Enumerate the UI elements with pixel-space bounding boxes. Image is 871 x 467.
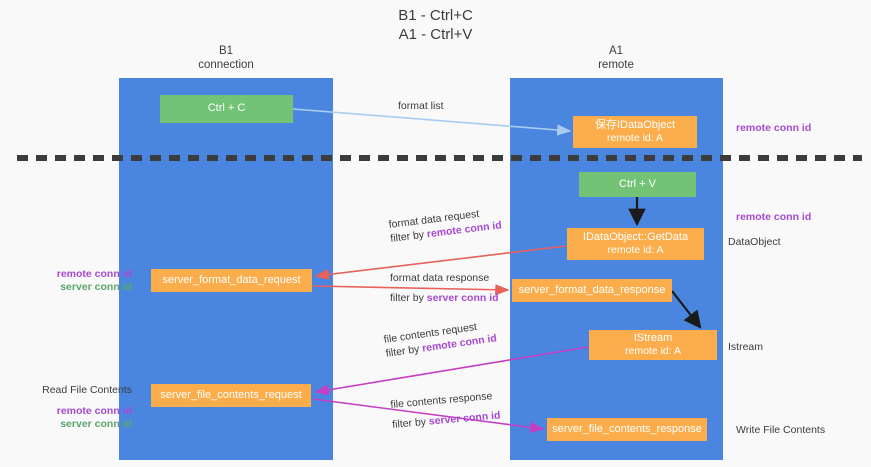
node-idataobject-getdata-remote-id: remote id: A [607, 244, 664, 256]
node-ctrl-v[interactable]: Ctrl + V [579, 172, 696, 197]
annotation-right-istream: Istream [728, 341, 763, 354]
annotation-right-write-file-contents: Write File Contents [736, 424, 825, 437]
annotation-right-remote-conn-id-mid: remote conn id [736, 211, 811, 224]
lane-header-a1-line2: remote [598, 59, 634, 71]
node-save-idataobject[interactable]: 保存IDataObject remote id: A [573, 116, 697, 148]
node-server-format-data-response-label: server_format_data_response [518, 283, 666, 296]
edge-label-format-data-response-title: format data response [390, 272, 490, 284]
node-idataobject-getdata[interactable]: IDataObject::GetData remote id: A [567, 228, 704, 260]
edge-label-file-contents-response: file contents response filter by server … [390, 390, 501, 432]
annotation-text: Istream [728, 341, 764, 353]
node-idataobject-getdata-label: IDataObject::GetData [582, 230, 689, 243]
lane-header-b1: B1 connection [146, 44, 306, 72]
edge-label-format-data-response: format data response filter by server co… [390, 272, 499, 305]
annotation-server-conn-id: server conn id [60, 281, 132, 293]
annotation-right-dataobject: DataObject [728, 236, 781, 249]
lane-header-a1: A1 remote [536, 44, 696, 72]
phase-divider-dashed-line [17, 155, 862, 161]
node-server-file-contents-response[interactable]: server_file_contents_response [547, 418, 707, 441]
title-line-1: B1 - Ctrl+C [398, 7, 473, 24]
diagram-title: B1 - Ctrl+C A1 - Ctrl+V [0, 6, 871, 44]
annotation-left-read-file-contents-block: Read File Contents remote conn id server… [20, 384, 132, 431]
annotation-text: remote conn id [736, 211, 812, 223]
node-istream-label: IStream [633, 331, 673, 344]
node-save-idataobject-remote-id: remote id: A [606, 132, 664, 144]
annotation-remote-conn-id: remote conn id [56, 405, 132, 417]
edge-label-format-list: format list [398, 100, 444, 112]
node-istream-remote-id: remote id: A [624, 345, 682, 357]
annotation-read-file-contents: Read File Contents [42, 384, 132, 396]
edge-label-format-data-request: format data request filter by remote con… [388, 205, 502, 245]
node-istream[interactable]: IStream remote id: A [589, 330, 717, 360]
node-ctrl-c-label: Ctrl + C [207, 102, 246, 115]
annotation-server-conn-id: server conn id [60, 418, 132, 430]
annotation-text: remote conn id [736, 122, 812, 134]
node-server-format-data-request[interactable]: server_format_data_request [151, 269, 312, 292]
node-server-file-contents-response-label: server_file_contents_response [552, 422, 702, 435]
edge-label-file-contents-response-filter: filter by server conn id [392, 409, 501, 432]
node-ctrl-c[interactable]: Ctrl + C [160, 95, 293, 123]
filter-prefix: filter by [390, 291, 427, 304]
node-server-format-data-request-label: server_format_data_request [162, 273, 301, 286]
filter-key-server-conn-id: server conn id [428, 408, 501, 428]
annotation-remote-conn-id: remote conn id [56, 268, 132, 280]
node-save-idataobject-label: 保存IDataObject [594, 118, 676, 131]
annotation-text: DataObject [728, 236, 781, 248]
node-server-format-data-response[interactable]: server_format_data_response [512, 279, 672, 302]
node-server-file-contents-request-label: server_file_contents_request [160, 388, 302, 401]
edge-label-file-contents-response-title: file contents response [390, 390, 493, 411]
node-server-file-contents-request[interactable]: server_file_contents_request [151, 384, 311, 407]
lane-header-b1-line2: connection [198, 59, 254, 71]
filter-prefix: filter by [391, 415, 430, 431]
annotation-left-conn-ids-mid: remote conn id server conn id [20, 268, 132, 294]
annotation-right-remote-conn-id-top: remote conn id [736, 122, 811, 135]
filter-key-server-conn-id: server conn id [426, 291, 499, 304]
title-line-2: A1 - Ctrl+V [398, 26, 473, 43]
lane-header-b1-line1: B1 [218, 45, 234, 57]
edge-label-file-contents-request: file contents request filter by remote c… [383, 318, 498, 360]
annotation-text: Write File Contents [736, 424, 826, 436]
edge-label-format-data-response-filter: filter by server conn id [390, 292, 499, 306]
node-ctrl-v-label: Ctrl + V [619, 177, 656, 190]
lane-header-a1-line1: A1 [608, 45, 624, 57]
